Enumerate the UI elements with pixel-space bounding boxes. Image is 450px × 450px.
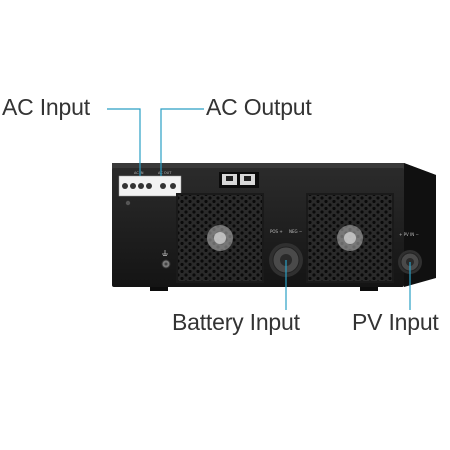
- battery-neg-mark: NEG −: [289, 229, 302, 234]
- pv-in-mark: + PV IN −: [399, 232, 419, 237]
- ac-out-mark: AC OUT: [158, 171, 172, 175]
- ac-input-label: AC Input: [2, 94, 90, 120]
- terminal-screw: [130, 183, 136, 189]
- terminal-screw: [170, 183, 176, 189]
- leader-ac-output: [160, 108, 204, 176]
- battery-pos-mark: POS +: [270, 229, 283, 234]
- fan-left: [176, 193, 264, 283]
- screw: [125, 200, 131, 206]
- terminal-screw: [138, 183, 144, 189]
- ac-in-mark: AC IN: [134, 171, 144, 175]
- rj45-ports: [219, 172, 259, 188]
- ground-icon: [161, 250, 171, 269]
- ac-terminal-block: [118, 175, 182, 197]
- leader-ac-input: [107, 108, 141, 176]
- battery-input-label: Battery Input: [172, 309, 300, 335]
- foot-right: [360, 287, 378, 291]
- ac-output-label: AC Output: [206, 94, 312, 120]
- inverter-rear-panel: AC IN AC OUT POS + NEG −: [112, 163, 436, 291]
- terminal-screw: [146, 183, 152, 189]
- leader-lines: [107, 108, 411, 310]
- pv-input-label: PV Input: [352, 309, 439, 335]
- fan-right: [306, 193, 394, 283]
- foot-left: [150, 287, 168, 291]
- terminal-screw: [122, 183, 128, 189]
- terminal-screw: [160, 183, 166, 189]
